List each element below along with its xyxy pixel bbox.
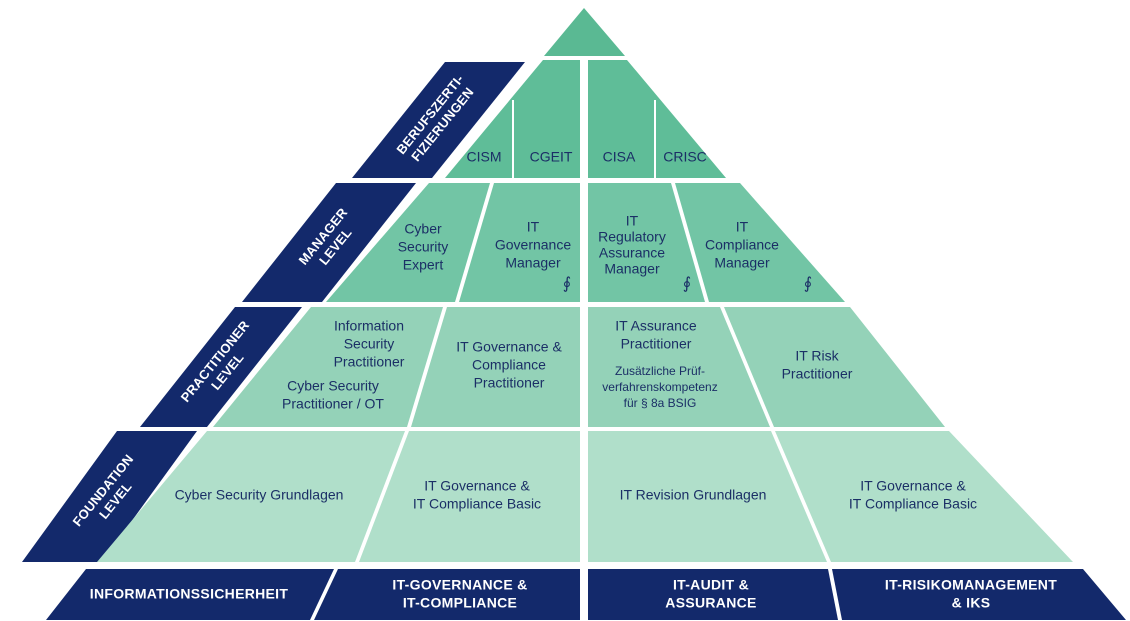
badge-icon-2: ∮ bbox=[683, 274, 691, 293]
cert-label-crisc: CRISC bbox=[663, 149, 707, 165]
area-bar-it-risiko bbox=[832, 569, 1126, 620]
practitioner-cell-4 bbox=[724, 307, 945, 427]
level-banner-certifications bbox=[352, 62, 525, 178]
area-bar-it-governance bbox=[314, 569, 580, 620]
foundation-cell-3 bbox=[588, 431, 827, 562]
area-label-it-risikomanagement-iks: IT-RISIKOMANAGEMENT& IKS bbox=[885, 577, 1057, 611]
level-banner-manager bbox=[242, 183, 416, 302]
cert-label-cism: CISM bbox=[467, 149, 502, 165]
area-label-it-governance-compliance: IT-GOVERNANCE &IT-COMPLIANCE bbox=[392, 577, 527, 611]
practitioner-cell-1 bbox=[213, 307, 443, 427]
badge-icon-3: ∮ bbox=[804, 274, 812, 293]
foundation-cell-4 bbox=[775, 431, 1073, 562]
area-label-informationssicherheit: INFORMATIONSSICHERHEIT bbox=[90, 586, 289, 602]
foundation-label-it-governance-compliance-basic-1: IT Governance &IT Compliance Basic bbox=[413, 478, 541, 512]
foundation-cell-1 bbox=[97, 431, 405, 562]
cert-cell-right bbox=[588, 60, 726, 178]
area-label-it-audit-assurance: IT-AUDIT &ASSURANCE bbox=[665, 577, 756, 611]
foundation-label-it-governance-compliance-basic-2: IT Governance &IT Compliance Basic bbox=[849, 478, 977, 512]
cert-label-cgeit: CGEIT bbox=[530, 149, 573, 165]
foundation-cell-2 bbox=[359, 431, 580, 562]
manager-cell-1 bbox=[326, 183, 490, 302]
manager-cell-4 bbox=[675, 183, 845, 302]
practitioner-cell-2 bbox=[411, 307, 580, 427]
practitioner-cell-3 bbox=[588, 307, 770, 427]
level-banner-practitioner bbox=[140, 307, 302, 427]
cert-label-cisa: CISA bbox=[603, 149, 636, 165]
manager-cell-2 bbox=[459, 183, 580, 302]
level-banner-foundation bbox=[22, 431, 197, 562]
area-bar-informationssicherheit bbox=[46, 569, 334, 620]
pyramid-apex bbox=[544, 8, 625, 56]
area-bar-it-audit bbox=[588, 569, 838, 620]
foundation-label-cyber-security-grundlagen: Cyber Security Grundlagen bbox=[175, 487, 344, 503]
manager-cell-3 bbox=[588, 183, 705, 302]
foundation-label-it-revision-grundlagen: IT Revision Grundlagen bbox=[620, 487, 767, 503]
badge-icon-1: ∮ bbox=[563, 274, 571, 293]
